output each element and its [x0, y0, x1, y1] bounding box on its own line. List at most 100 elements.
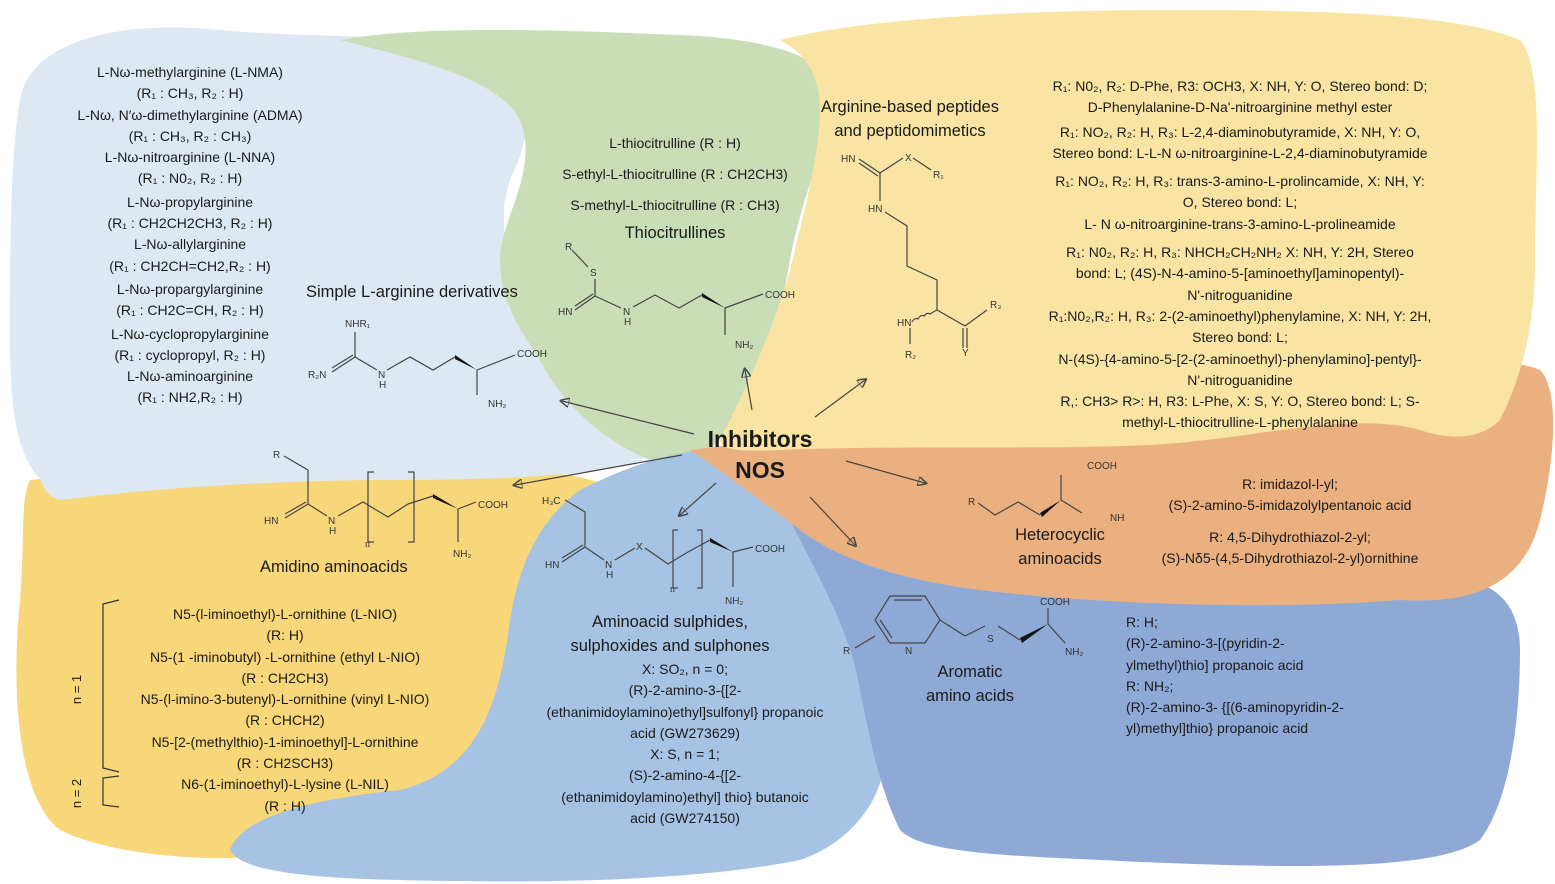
list-item: (S)-2-amino-5-imidazolylpentanoic acid [1168, 497, 1412, 514]
list-item: (R)-2-amino-3-{[2- [628, 682, 742, 699]
region-simple-arginine-lower [38, 442, 651, 500]
list-item: L-Nω-propylarginine [126, 193, 254, 210]
arrow-to-aromatic [809, 496, 855, 545]
list-item: L-Nω, N′ω-dimethylarginine (ADMA) [77, 106, 303, 123]
title-line: Aminoacid sulphides, [592, 613, 748, 631]
sulphide-structure: H₃C HN N H X n COOH NH₂ [542, 496, 785, 607]
list-item: (R: H) [266, 627, 304, 644]
list-item: (S)-2-amino-4-{[2- [628, 767, 742, 784]
list-item: X: S, n = 1; [650, 746, 720, 763]
atom-label: COOH [765, 290, 795, 301]
atom-label: H [329, 526, 336, 537]
bracket-n2 [102, 775, 120, 808]
atom-label: NH₂ [735, 340, 753, 351]
atom-label: COOH [1040, 597, 1070, 608]
list-item: L-Nω-allylarginine [133, 236, 247, 253]
region-aromatic [790, 520, 1520, 866]
list-item: L- N ω-nitroarginine-trans-3-amino-L-pro… [1084, 215, 1396, 232]
atom-label: HN [558, 307, 572, 318]
atom-label: R₂N [308, 370, 326, 381]
list-item: (R₁ : cyclopropyl, R₂ : H) [114, 346, 266, 363]
list-item: (ethanimidoylamino)ethyl] thio} butanoic [561, 788, 809, 805]
atom-label: n [670, 584, 675, 595]
atom-label: R₁ [933, 170, 944, 181]
list-item: (R)-2-amino-3-[(pyridin-2- [1126, 635, 1285, 652]
atom-label: HN [841, 154, 855, 165]
list-item: L-Nω-nitroarginine (L-NNA) [104, 149, 276, 166]
title-line: and peptidomimetics [834, 122, 986, 140]
list-item: L-Nω-methylarginine (L-NMA) [97, 64, 283, 80]
list-item: acid (GW274150) [630, 810, 740, 827]
arginine-peptides-title: Arginine-based peptides and peptidomimet… [810, 95, 1010, 143]
center-title: Inhibitors NOS [680, 424, 840, 486]
list-item: (ethanimidoylamino)ethyl]sulfonyl} propa… [546, 703, 824, 720]
heterocyclic-title: Heterocyclic aminoacids [990, 523, 1130, 571]
atom-label: HN [897, 318, 911, 329]
list-item: (S)-Nδ5-(4,5-Dihydrothiazol-2-yl)ornithi… [1161, 549, 1419, 566]
simple-arginine-title: Simple L-arginine derivatives [306, 283, 518, 301]
list-item: R₁: N0₂, R₂: D-Phe, R3: OCH3, X: NH, Y: … [1052, 78, 1428, 94]
region-arginine-peptides [720, 10, 1537, 451]
bracket-n1 [102, 599, 120, 773]
region-simple-arginine [10, 27, 700, 490]
atom-label: X [905, 153, 912, 164]
arginine-peptide-structure: HN X R₁ HN HN R₂ R₃ Y [841, 153, 1001, 361]
list-item: (R : CH2CH3) [241, 669, 329, 686]
atom-label: n [365, 539, 370, 550]
arrow-to-amidino [515, 454, 683, 485]
aromatic-title: Aromatic amino acids [900, 660, 1040, 708]
thiocitrulline-structure: R S HN N H COOH NH₂ [558, 242, 795, 351]
list-item: L-Nω-aminoarginine [126, 368, 254, 385]
list-item: S-ethyl-L-thiocitrulline (R : CH2CH3) [562, 166, 788, 182]
list-item: R: imidazol-l-yl; [1242, 476, 1338, 492]
atom-label: H [624, 317, 631, 328]
atom-label: N [378, 370, 385, 381]
list-item: N5-[2-(methylthio)-1-iminoethyl]-L-ornit… [151, 733, 419, 750]
list-item: N'-nitroguanidine [1187, 371, 1293, 388]
list-item: (R : H) [264, 797, 306, 814]
title-line: sulphoxides and sulphones [570, 637, 770, 655]
list-item: R,: CH3> R>: H, R3: L-Phe, X: S, Y: O, S… [1060, 393, 1420, 410]
thiocitrullines-list: L-thiocitrulline (R : H) S-ethyl-L-thioc… [530, 128, 820, 221]
simple-arginine-list: L-Nω-methylarginine (L-NMA) (R₁ : CH₃, R… [40, 62, 340, 409]
amidino-brackets [102, 599, 120, 808]
list-item: (R₁ : NH2,R₂ : H) [137, 389, 243, 406]
list-item: S-methyl-L-thiocitrulline (R : CH3) [570, 197, 780, 213]
atom-label: H [379, 380, 386, 391]
list-item: R₁:N0₂,R₂: H, R₃: 2-(2-aminoethyl)phenyl… [1048, 307, 1432, 324]
n1-label: n = 1 [69, 674, 85, 705]
atom-label: S [987, 634, 994, 645]
list-item: X: SO₂, n = 0; [642, 661, 728, 677]
atom-label: NH₂ [1110, 513, 1125, 524]
amidino-list: N5-(l-iminoethyl)-L-ornithine (L-NIO) (R… [115, 604, 455, 817]
list-item: ylmethyl)thio] propanoic acid [1126, 656, 1304, 673]
atom-label: N [605, 560, 612, 571]
region-aminoacid-sulphides [230, 450, 886, 882]
list-item: L-Nω-cyclopropylarginine [111, 325, 269, 342]
list-item: (R₁ : CH2C=CH, R₂ : H) [116, 302, 264, 319]
list-item: R: NH₂; [1126, 677, 1174, 694]
list-item: N'-nitroguanidine [1187, 286, 1293, 303]
title-line: aminoacids [1018, 550, 1102, 568]
arrow-to-sulphides [680, 482, 717, 515]
list-item: (R₁ : CH₃, R₂ : H) [136, 85, 244, 102]
atom-label: HN [545, 560, 559, 571]
n2-label: n = 2 [69, 778, 85, 809]
atom-label: R [843, 646, 850, 657]
atom-label: H [606, 570, 613, 581]
atom-label: R₂ [905, 350, 916, 361]
aromatic-structure: R N S COOH NH₂ [843, 595, 1083, 658]
center-title-line1: Inhibitors [707, 426, 813, 452]
heterocyclic-structure: R COOH NH₂ [968, 461, 1125, 524]
list-item: N5-(l-imino-3-butenyl)-L-ornithine (viny… [140, 691, 430, 708]
title-line: Arginine-based peptides [821, 98, 999, 116]
list-item: N5-(1 -iminobutyl) -L-ornithine (ethyl L… [150, 648, 420, 665]
list-item: methyl-L-thiocitrulline-L-phenylalanine [1122, 414, 1358, 431]
list-item: R₁: N0₂, R₂: H, R₃: NHCH₂CH₂NH₂ X: NH, Y… [1066, 244, 1414, 261]
list-item: acid (GW273629) [630, 724, 740, 741]
arrow-to-heterocyclic [845, 460, 925, 483]
atom-label: NHR₁ [345, 319, 371, 330]
atom-label: NH₂ [488, 399, 506, 410]
atom-label: R [968, 497, 975, 508]
